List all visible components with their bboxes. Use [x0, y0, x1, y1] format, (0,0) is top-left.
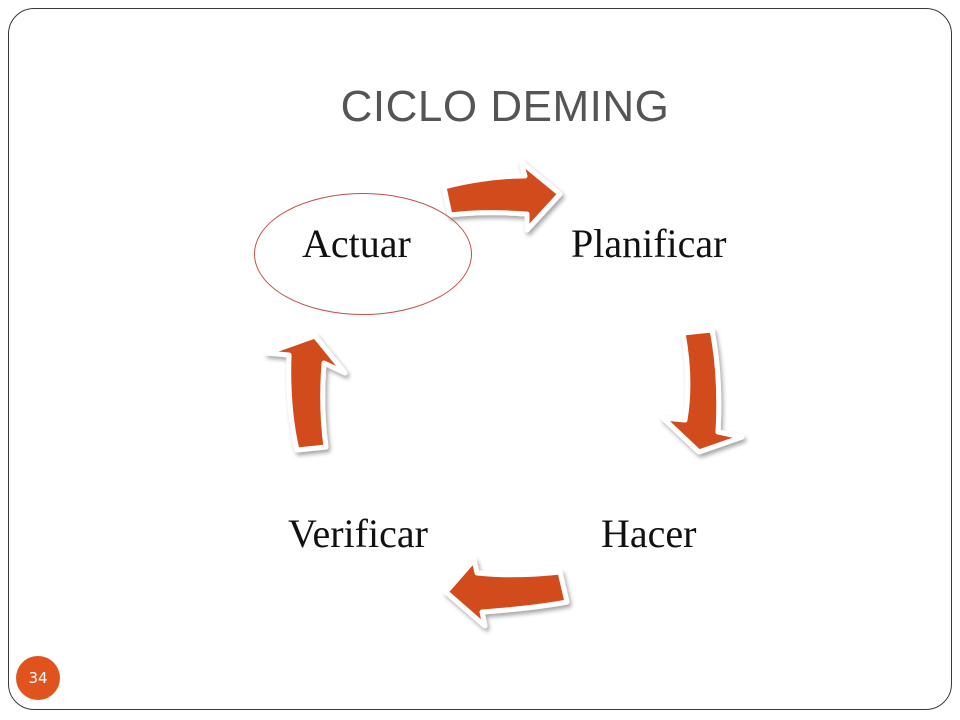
cycle-step-verificar: Verificar — [288, 511, 428, 556]
arrow-planificar-to-hacer — [660, 327, 745, 455]
slide-title: CICLO DEMING — [340, 82, 670, 131]
actuar-highlight-ellipse — [254, 193, 472, 315]
cycle-step-actuar: Actuar — [302, 221, 411, 266]
cycle-step-hacer: Hacer — [601, 511, 697, 556]
arrow-actuar-to-planificar — [441, 159, 563, 233]
page-number-badge: 34 — [16, 656, 60, 700]
cycle-step-planificar: Planificar — [571, 221, 727, 266]
arrow-hacer-to-verificar — [443, 557, 570, 629]
arrow-verificar-to-actuar — [264, 333, 348, 453]
slide-frame — [8, 8, 952, 710]
